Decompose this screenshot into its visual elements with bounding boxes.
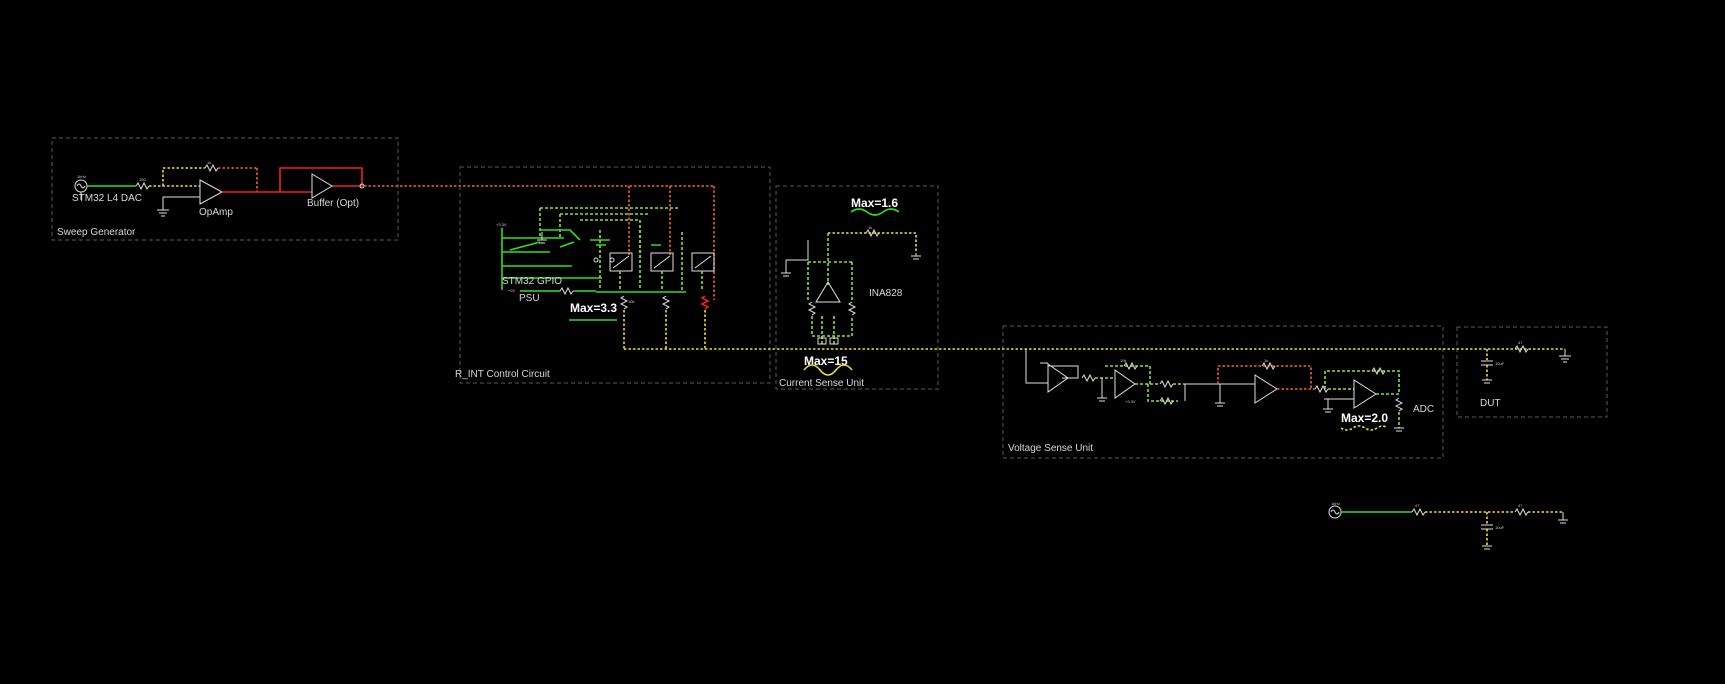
svg-text:1k: 1k [1264,358,1268,363]
adc-label: ADC [1413,404,1434,415]
opamp-symbol[interactable] [199,179,224,205]
signal-bus [359,183,715,300]
group-box-voltage[interactable] [1002,325,1444,459]
psu-label: PSU [519,293,540,304]
capacitor-icon[interactable] [1481,360,1493,366]
group-label-rint: R_INT Control Circuit [455,369,550,380]
svg-text:47: 47 [1518,503,1523,508]
svg-text:10k: 10k [628,299,634,304]
svg-text:100: 100 [139,177,146,182]
svg-text:1k: 1k [868,225,872,230]
group-label-dut: DUT [1480,398,1501,409]
rint-control-circuit: +3.3V +5V STM32 GPIO PSU Max=3.3 10k [496,207,715,349]
current-sense-circuit: Max=1.6 1k INA828 Max=15 [781,196,921,376]
probe-max-voltage[interactable]: Max=2.0 [1341,411,1388,425]
buffer-label: Buffer (Opt) [307,198,359,209]
group-box-current[interactable] [775,185,939,390]
group-label-voltage: Voltage Sense Unit [1008,443,1093,454]
dut-circuit: 10uF [1481,349,1505,384]
probe-max-current-bottom[interactable]: Max=15 [804,354,848,368]
group-box-rint[interactable] [459,166,771,384]
voltage-opamp-2-icon[interactable] [1114,369,1136,399]
svg-text:47: 47 [1518,340,1523,345]
ina828-label: INA828 [869,288,903,299]
svg-text:10uF: 10uF [1495,361,1505,366]
dac-label: STM32 L4 DAC [72,193,142,204]
svg-text:+5V: +5V [508,288,516,293]
relay-3-icon[interactable] [691,252,715,272]
opamp-label: OpAmp [199,207,233,218]
gpio-label: STM32 GPIO [502,276,562,287]
ina828-symbol[interactable] [815,281,841,303]
group-box-dut[interactable] [1456,326,1608,418]
svg-text:+3.3V: +3.3V [496,222,507,227]
svg-text:1kHz: 1kHz [1331,501,1340,506]
svg-text:47: 47 [1415,503,1420,508]
group-box-sweep[interactable] [51,137,399,241]
group-label-sweep: Sweep Generator [57,227,136,238]
sweep-generator-circuit: 1kHz 100 1k OpAmp Buffer (Opt) STM32 L4 … [72,160,363,218]
svg-text:10k: 10k [1120,358,1126,363]
voltage-opamp-3-icon[interactable] [1254,374,1278,404]
buffer-symbol[interactable] [311,173,333,199]
voltage-opamp-4-icon[interactable] [1353,379,1377,409]
main-bus: 47 [624,340,1571,363]
probe-max-current-top[interactable]: Max=1.6 [851,196,898,210]
svg-text:+3.3V: +3.3V [1125,399,1136,404]
group-label-current: Current Sense Unit [779,378,864,389]
svg-text:1k: 1k [207,160,211,165]
voltage-opamp-1-icon[interactable] [1047,363,1069,393]
voltage-sense-circuit: 10k +3.3V 1k ADC Max=2.0 [1025,349,1434,432]
secondary-source-circuit: 1kHz 47 47 10uF [1328,501,1568,550]
relay-1-icon[interactable] [609,252,633,272]
sine-source-label: 1kHz [77,174,86,179]
svg-text:10uF: 10uF [1495,525,1505,530]
resistor-icon[interactable] [135,181,150,191]
probe-max-rint[interactable]: Max=3.3 [570,301,617,315]
